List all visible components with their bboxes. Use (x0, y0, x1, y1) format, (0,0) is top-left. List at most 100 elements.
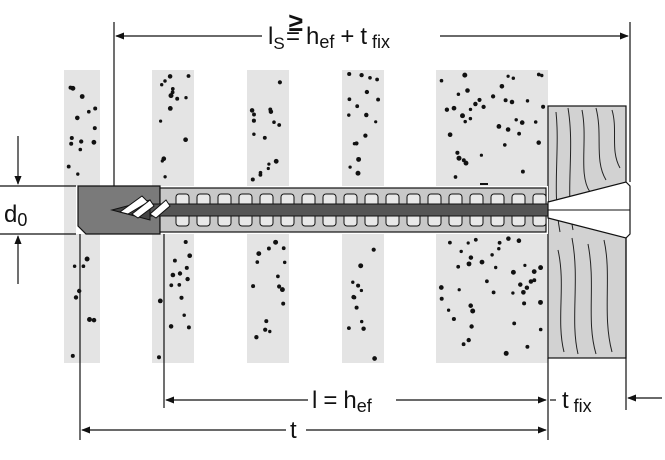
aggregate-dot (479, 259, 485, 265)
dimension-lines (14, 32, 662, 434)
aggregate-dot (463, 160, 469, 166)
aggregate-dot (364, 112, 369, 118)
aggregate-dot (69, 141, 74, 146)
extension-lines (0, 22, 631, 440)
aggregate-dot (75, 115, 80, 121)
aggregate-dot (523, 263, 527, 267)
aggregate-dot (79, 94, 85, 99)
aggregate-dot (273, 239, 279, 245)
aggregate-dot (250, 177, 255, 182)
aggregate-dot (186, 325, 191, 330)
aggregate-dot (503, 98, 508, 103)
aggregate-dot (519, 120, 525, 125)
aggregate-dot (251, 284, 256, 289)
aggregate-dot (91, 317, 97, 323)
aggregate-dot (163, 175, 167, 179)
aggregate-dot (533, 120, 538, 124)
aggregate-dot (468, 255, 474, 260)
aggregate-dot (355, 104, 360, 109)
aggregate-dot (79, 139, 84, 144)
aggregate-dot (78, 147, 83, 152)
aggregate-dot (184, 96, 188, 100)
aggregate-dot (531, 269, 537, 274)
aggregate-dot (179, 295, 184, 300)
aggregate-dot (510, 269, 516, 275)
aggregate-dot (72, 264, 77, 268)
aggregate-dot (264, 319, 269, 324)
aggregate-dot (266, 166, 270, 171)
aggregate-dot (347, 113, 351, 117)
aggregate-dot (276, 274, 280, 279)
aggregate-dot (516, 238, 522, 243)
aggregate-dot (528, 279, 534, 284)
aggregate-dot (262, 135, 267, 140)
aggregate-dot (460, 113, 465, 119)
aggregate-dot (490, 94, 496, 99)
aggregate-dot (485, 279, 489, 284)
aggregate-dot (281, 246, 286, 251)
l-equals-hef-label: l=hef (312, 387, 373, 416)
d0-label: d0 (4, 201, 27, 230)
aggregate-dot (468, 116, 473, 121)
aggregate-dot (81, 264, 86, 269)
aggregate-dot (267, 162, 271, 166)
aggregate-dot (520, 169, 525, 174)
aggregate-dot (258, 173, 263, 177)
aggregate-dot (163, 79, 167, 83)
aggregate-dot (355, 170, 361, 176)
aggregate-dot (456, 264, 461, 269)
aggregate-dot (255, 260, 260, 264)
aggregate-dot (168, 93, 174, 99)
aggregate-dot (490, 253, 494, 257)
aggregate-dot (525, 344, 530, 349)
aggregate-dot (466, 241, 470, 245)
aggregate-dot (518, 282, 523, 287)
aggregate-dot (266, 246, 271, 251)
aggregate-dot (468, 303, 473, 308)
t-label: t (290, 417, 297, 444)
aggregate-dot (185, 276, 190, 282)
aggregate-dot (346, 326, 351, 331)
aggregate-dot (251, 118, 256, 123)
aggregate-dot (268, 329, 272, 334)
aggregate-dot (348, 165, 352, 169)
aggregate-dot (466, 261, 472, 267)
aggregate-dot (461, 342, 466, 347)
aggregate-dot (532, 278, 537, 283)
aggregate-dot (468, 107, 473, 112)
aggregate-dot (465, 88, 470, 93)
aggregate-dot (368, 75, 372, 80)
aggregate-dot (497, 240, 502, 245)
aggregate-dot (169, 283, 174, 288)
aggregate-dot (451, 105, 457, 111)
aggregate-dot (182, 313, 186, 317)
aggregate-dot (470, 308, 476, 314)
aggregate-dot (455, 150, 460, 155)
aggregate-dot (273, 158, 279, 164)
aggregate-dot (282, 260, 287, 265)
aggregate-dot (511, 291, 515, 295)
aggregate-dot (363, 133, 368, 138)
aggregate-dot (351, 280, 355, 284)
aggregate-dot (540, 73, 544, 78)
aggregate-dot (439, 78, 444, 83)
aggregate-dot (183, 137, 188, 143)
aggregate-dot (512, 321, 517, 326)
aggregate-dot (170, 87, 175, 91)
aggregate-dot (268, 107, 273, 112)
aggregate-dot (491, 290, 496, 295)
aggregate-dot (499, 83, 505, 89)
aggregate-dot (503, 350, 509, 356)
aggregate-dot (494, 265, 498, 270)
aggregate-dot (538, 327, 543, 332)
aggregate-dot (356, 156, 362, 162)
anchor-ribs (175, 193, 547, 227)
aggregate-dot (481, 104, 486, 110)
aggregate-dot (272, 120, 276, 124)
aggregate-dot (249, 108, 255, 113)
aggregate-dot (77, 288, 82, 294)
aggregate-dot (502, 143, 507, 147)
